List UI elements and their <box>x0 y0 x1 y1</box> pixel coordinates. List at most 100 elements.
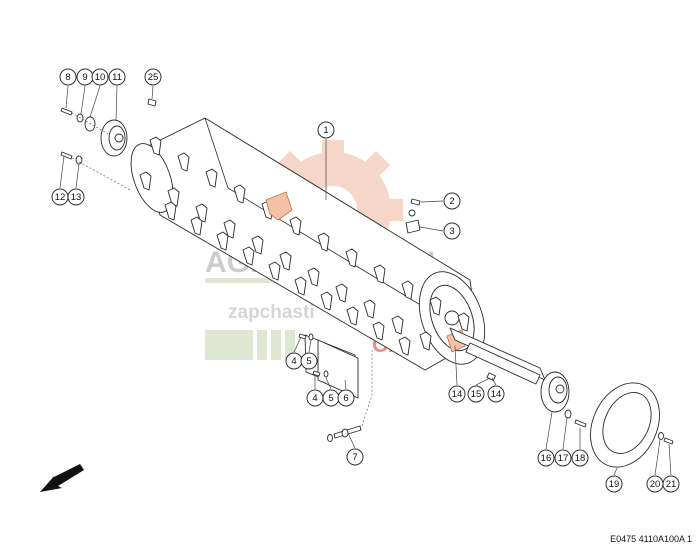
callout-5: 5 <box>322 389 340 407</box>
leader-line <box>59 155 65 189</box>
callout-label: 11 <box>112 72 122 83</box>
leader-line <box>115 85 118 121</box>
callout-14: 14 <box>448 385 466 403</box>
rotor-tooth <box>372 321 385 341</box>
callout-label: 10 <box>95 72 106 83</box>
rotor-tooth <box>391 315 404 335</box>
callout-4: 4 <box>306 389 324 407</box>
rotor-tooth <box>373 264 386 284</box>
callout-label: 21 <box>666 479 677 490</box>
rotor-tooth <box>149 136 162 156</box>
callout-11: 11 <box>108 68 126 86</box>
rotor-tooth <box>216 231 229 251</box>
rotor-tooth <box>195 203 208 223</box>
rotor-tooth <box>363 299 376 319</box>
leader-line <box>293 336 302 353</box>
callout-2: 2 <box>443 192 461 210</box>
callout-label: 13 <box>71 192 82 203</box>
rotor-tooth <box>346 306 359 326</box>
callout-6: 6 <box>337 389 355 407</box>
leader-line <box>454 345 458 386</box>
callout-19: 19 <box>605 475 623 493</box>
callout-14: 14 <box>487 385 505 403</box>
left-bearing-assembly <box>60 98 157 191</box>
callout-label: 25 <box>148 72 159 83</box>
callout-10: 10 <box>91 68 109 86</box>
leader-line <box>308 339 312 353</box>
rotor-tooth <box>233 184 246 204</box>
callout-label: 7 <box>352 452 357 463</box>
rotor-teeth <box>139 136 470 356</box>
callout-label: 20 <box>650 479 661 490</box>
rotor-tooth <box>242 246 255 266</box>
lower-parts <box>298 333 373 442</box>
callout-label: 14 <box>491 389 502 400</box>
rotor-tooth <box>139 171 152 191</box>
leader-line <box>491 377 497 386</box>
callout-5: 5 <box>300 352 318 370</box>
leader-line <box>325 377 332 390</box>
callout-label: 4 <box>312 393 317 404</box>
watermark-line2: zapchasti <box>228 302 315 323</box>
callout-15: 15 <box>467 385 485 403</box>
rotor-tooth <box>345 248 358 268</box>
leader-line <box>65 85 69 109</box>
rotor-tooth <box>429 296 442 316</box>
callout-label: 8 <box>65 72 70 83</box>
rotor-tooth <box>320 291 333 311</box>
callout-4: 4 <box>285 352 303 370</box>
rotor-tooth <box>190 216 203 236</box>
leader-line <box>420 200 444 203</box>
right-bearing-assembly <box>540 371 674 468</box>
callout-3: 3 <box>443 222 461 240</box>
leader-line <box>654 439 661 476</box>
leader-line <box>151 85 154 100</box>
rotor-tooth <box>335 283 348 303</box>
callout-label: 12 <box>55 192 66 203</box>
leader-line <box>475 377 491 386</box>
callout-7: 7 <box>346 448 364 466</box>
leader-line <box>89 85 101 118</box>
callout-label: 3 <box>449 226 454 237</box>
callout-20: 20 <box>646 475 664 493</box>
callout-label: 5 <box>306 356 311 367</box>
rotor-tooth <box>205 168 218 188</box>
leader-line <box>668 443 672 476</box>
callout-label: 6 <box>343 393 348 404</box>
callout-16: 16 <box>537 449 555 467</box>
arrow-southwest-icon <box>40 464 84 492</box>
leader-line <box>613 467 618 476</box>
callout-label: 15 <box>471 389 482 400</box>
callout-8: 8 <box>59 68 77 86</box>
rotor-tooth <box>398 336 411 356</box>
leader-line <box>419 226 444 232</box>
leader-lines <box>59 85 672 476</box>
callout-label: 16 <box>541 453 552 464</box>
rotor-tooth <box>268 261 281 281</box>
rotor-tooth <box>457 312 470 332</box>
callout-label: 9 <box>82 72 87 83</box>
leader-line <box>75 163 80 189</box>
rotor-tooth <box>177 152 190 172</box>
rotor-tooth <box>294 276 307 296</box>
callout-label: 5 <box>328 393 333 404</box>
watermark-stripes <box>205 330 295 360</box>
callout-label: 2 <box>449 196 454 207</box>
leader-line <box>80 85 86 115</box>
callout-9: 9 <box>76 68 94 86</box>
callout-18: 18 <box>571 449 589 467</box>
upper-right-parts <box>405 198 421 234</box>
callout-label: 18 <box>575 453 586 464</box>
rotor-tooth <box>279 251 292 271</box>
callout-1: 1 <box>317 121 335 139</box>
rotor-tooth <box>223 219 236 239</box>
callout-25: 25 <box>144 68 162 86</box>
leader-line <box>347 432 356 449</box>
rotor-tooth <box>419 331 432 351</box>
leader-line <box>344 379 347 390</box>
document-code: E0475 4110A100A 1 <box>610 534 692 544</box>
callout-17: 17 <box>554 449 572 467</box>
rotor-tooth <box>317 232 330 252</box>
